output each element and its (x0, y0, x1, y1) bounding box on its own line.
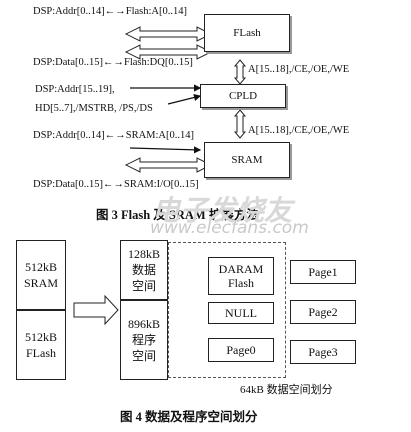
sram-addr-arrow (129, 146, 202, 154)
label-addr-flash: DSP:Addr[0..14]←→Flash:A[0..14] (33, 6, 187, 17)
data-space-line1: 数据 (131, 263, 156, 277)
null-label: NULL (225, 305, 257, 320)
label-data-flash: DSP:Data[0..15]←→Flash:DQ[0..15] (33, 57, 193, 68)
flash-block-name: FLash (26, 346, 56, 360)
cpld-box-label: CPLD (228, 90, 258, 102)
page3-label: Page3 (308, 344, 338, 359)
page1-block: Page1 (290, 260, 356, 284)
label-hd-cpld: HD[5..7],/MSTRB, /PS,/DS (35, 103, 153, 114)
data-space-dashed-region (168, 242, 286, 378)
fig3-caption: 图 3 Flash 及 SRAM 扩展方法 (96, 208, 259, 222)
sram-box: SRAM (204, 142, 290, 178)
program-space-line2: 空间 (131, 349, 156, 363)
program-space-size: 896kB (127, 317, 160, 331)
page0-block: Page0 (208, 338, 274, 362)
label-addr-sram: DSP:Addr[0..14]←→SRAM:A[0..14] (33, 130, 195, 141)
null-page: NULL (208, 302, 274, 324)
flash-box-label: FLash (233, 27, 261, 39)
page3-block: Page3 (290, 340, 356, 364)
cpld-sram-bus (233, 109, 247, 139)
flash-block-size: 512kB (24, 330, 57, 344)
data-space-line2: 空间 (131, 279, 156, 293)
sram-block-name: SRAM (23, 276, 58, 290)
program-space-line1: 程序 (131, 333, 156, 347)
cpld-input-arrows (130, 84, 202, 105)
flash-box: FLash (204, 14, 290, 52)
daram-flash-page: DARAM Flash (208, 257, 274, 295)
label-data-sram: DSP:Data[0..15]←→SRAM:I/O[0..15] (33, 179, 199, 190)
program-space-896kb: 896kB 程序 空间 (120, 300, 168, 380)
daram-flash-label: Flash (227, 276, 254, 290)
cpld-box: CPLD (200, 84, 286, 108)
page2-label: Page2 (308, 304, 338, 319)
data-space-size: 128kB (127, 247, 160, 261)
watermark-cn: 电子发烧友 (152, 194, 293, 227)
label-addr-cpld: DSP:Addr[15..19], (35, 84, 115, 95)
fig4-caption: 图 4 数据及程序空间划分 (120, 410, 258, 424)
flash-512kb-block: 512kB FLash (16, 310, 66, 380)
page1-label: Page1 (308, 264, 338, 279)
sram-512kb-block: 512kB SRAM (16, 240, 66, 310)
data-space-128kb: 128kB 数据 空间 (120, 240, 168, 300)
sram-block-size: 512kB (24, 260, 57, 274)
daram-label: DARAM (218, 262, 264, 276)
label-bus-lower: A[15..18],/CE,/OE,/WE (248, 125, 350, 136)
watermark-url: www.elecfans.com (150, 218, 309, 238)
page2-block: Page2 (290, 300, 356, 324)
page0-label: Page0 (226, 342, 256, 357)
flash-data-bus-arrow (124, 44, 213, 60)
label-bus-upper: A[15..18],/CE,/OE,/WE (248, 64, 350, 75)
data-space-division-label: 64kB 数据空间划分 (240, 384, 333, 396)
sram-box-label: SRAM (231, 154, 263, 166)
